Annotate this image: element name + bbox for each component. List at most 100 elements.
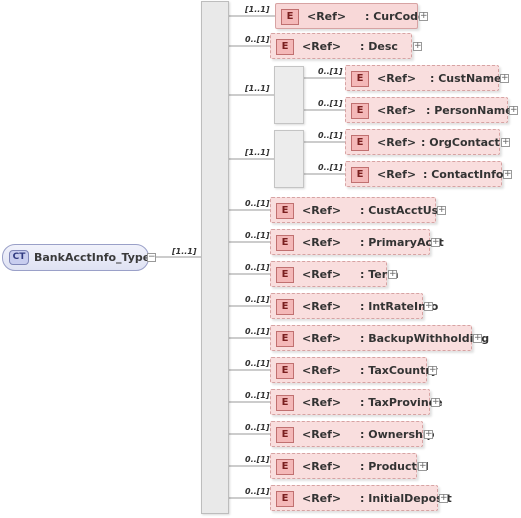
element-node[interactable]: E <Ref> : BackupWithholding — [270, 325, 489, 351]
element-node[interactable]: E <Ref> : CustAcctUse — [270, 197, 446, 223]
element-cardinality: 0..[1] — [245, 295, 270, 304]
ref-label: <Ref> — [302, 492, 342, 505]
element-name: : InitialDeposit — [360, 492, 452, 505]
expand-toggle[interactable]: + — [413, 41, 422, 51]
collapse-toggle[interactable]: − — [147, 252, 156, 262]
choice-group-2[interactable] — [274, 130, 304, 188]
expand-toggle[interactable]: + — [418, 461, 427, 471]
ref-label: <Ref> — [377, 72, 417, 85]
ref-label: <Ref> — [377, 168, 417, 181]
element-node[interactable]: E <Ref> : IntRateInfo — [270, 293, 438, 319]
element-cardinality: 0..[1] — [245, 391, 270, 400]
element-node[interactable]: E <Ref> : ProductId — [270, 453, 429, 479]
expand-toggle[interactable]: + — [473, 333, 482, 343]
element-name: : CustAcctUse — [360, 204, 446, 217]
element-name: : PersonName — [426, 104, 513, 117]
element-cardinality: 0..[1] — [245, 263, 270, 272]
element-name: : ProductId — [360, 460, 429, 473]
element-badge: E — [276, 459, 294, 475]
element-cardinality: 0..[1] — [245, 359, 270, 368]
element-badge: E — [276, 427, 294, 443]
element-badge: E — [351, 135, 369, 151]
element-badge: E — [276, 491, 294, 507]
element-cardinality: [1..1] — [245, 5, 270, 14]
element-badge: E — [276, 363, 294, 379]
ref-label: <Ref> — [302, 40, 342, 53]
element-name: : Ownership — [360, 428, 435, 441]
expand-toggle[interactable]: + — [503, 169, 512, 179]
choice-cardinality: [1..1] — [245, 148, 270, 157]
ref-label: <Ref> — [302, 460, 342, 473]
root-cardinality: [1..1] — [172, 247, 197, 256]
element-badge: E — [276, 203, 294, 219]
element-badge: E — [276, 395, 294, 411]
choice-cardinality: [1..1] — [245, 84, 270, 93]
ref-label: <Ref> — [302, 428, 342, 441]
sequence-bar — [201, 1, 229, 514]
ref-label: <Ref> — [307, 10, 347, 23]
element-cardinality: 0..[1] — [318, 67, 343, 76]
element-name: : CustName — [430, 72, 502, 85]
element-node[interactable]: E <Ref> : InitialDeposit — [270, 485, 452, 511]
ref-label: <Ref> — [302, 364, 342, 377]
element-name: : ContactInfo — [423, 168, 504, 181]
expand-toggle[interactable]: + — [431, 237, 440, 247]
element-badge: E — [351, 103, 369, 119]
complex-type-node[interactable]: CT BankAcctInfo_Type — [2, 244, 151, 271]
element-cardinality: 0..[1] — [245, 199, 270, 208]
expand-toggle[interactable]: + — [419, 11, 428, 21]
expand-toggle[interactable]: + — [388, 269, 397, 279]
element-cardinality: 0..[1] — [245, 327, 270, 336]
expand-toggle[interactable]: + — [437, 205, 446, 215]
ref-label: <Ref> — [302, 332, 342, 345]
element-name: : TaxCountry — [360, 364, 438, 377]
element-name: : CurCode — [365, 10, 426, 23]
expand-toggle[interactable]: + — [424, 429, 433, 439]
ref-label: <Ref> — [302, 300, 342, 313]
ref-label: <Ref> — [302, 268, 342, 281]
element-badge: E — [281, 9, 299, 25]
expand-toggle[interactable]: + — [509, 105, 518, 115]
ref-label: <Ref> — [302, 396, 342, 409]
element-name: : IntRateInfo — [360, 300, 439, 313]
element-name: : TaxProvince — [360, 396, 443, 409]
element-cardinality: 0..[1] — [245, 35, 270, 44]
element-cardinality: 0..[1] — [245, 231, 270, 240]
element-node[interactable]: E <Ref> : PrimaryAcct — [270, 229, 444, 255]
choice-group-1[interactable] — [274, 66, 304, 124]
complex-type-badge: CT — [9, 250, 29, 265]
element-badge: E — [276, 331, 294, 347]
element-name: : PrimaryAcct — [360, 236, 444, 249]
element-node[interactable]: E <Ref> : PersonName — [345, 97, 513, 123]
expand-toggle[interactable]: + — [431, 397, 440, 407]
element-node[interactable]: E <Ref> : CurCode — [275, 3, 426, 29]
element-node[interactable]: E<Ref>: Desc — [270, 33, 412, 59]
ref-label: <Ref> — [302, 236, 342, 249]
expand-toggle[interactable]: + — [439, 493, 448, 503]
element-badge: E — [276, 267, 294, 283]
element-node[interactable]: E <Ref> : Ownership — [270, 421, 434, 447]
element-node[interactable]: E<Ref>: ContactInfo — [345, 161, 504, 187]
expand-toggle[interactable]: + — [501, 137, 510, 147]
element-node[interactable]: E <Ref> : OrgContact — [345, 129, 500, 155]
element-badge: E — [276, 299, 294, 315]
element-node[interactable]: E <Ref> : TaxProvince — [270, 389, 443, 415]
expand-toggle[interactable]: + — [428, 365, 437, 375]
expand-toggle[interactable]: + — [500, 73, 509, 83]
element-node[interactable]: E <Ref> : TaxCountry — [270, 357, 438, 383]
element-cardinality: 0..[1] — [318, 163, 343, 172]
element-name: : BackupWithholding — [360, 332, 490, 345]
element-badge: E — [276, 235, 294, 251]
element-node[interactable]: E<Ref>: Term — [270, 261, 399, 287]
ref-label: <Ref> — [302, 204, 342, 217]
expand-toggle[interactable]: + — [424, 301, 433, 311]
element-cardinality: 0..[1] — [318, 99, 343, 108]
element-name: : OrgContact — [421, 136, 500, 149]
ref-label: <Ref> — [377, 104, 417, 117]
ref-label: <Ref> — [377, 136, 417, 149]
complex-type-name: BankAcctInfo_Type — [34, 251, 151, 264]
element-badge: E — [276, 39, 294, 55]
element-node[interactable]: E <Ref> : CustName — [345, 65, 502, 91]
element-badge: E — [351, 71, 369, 87]
